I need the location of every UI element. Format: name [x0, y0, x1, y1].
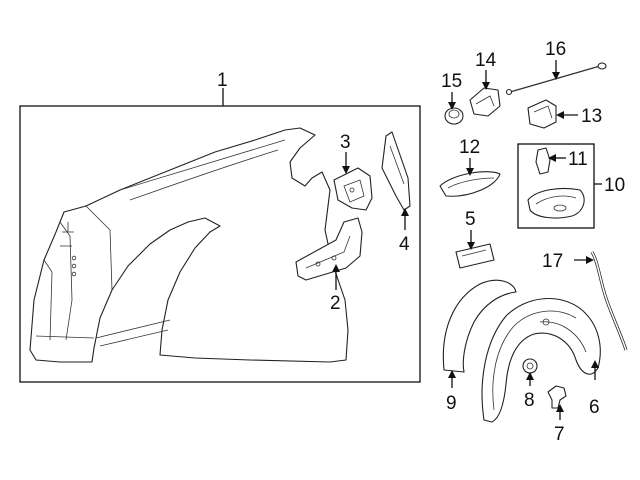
inner-bracket-shape [295, 217, 363, 281]
arrowhead-14 [482, 82, 490, 90]
part-9-wheel-opening-molding[interactable]: 9 [442, 279, 517, 414]
hinge-bracket-shape [469, 87, 501, 117]
callout-label-16: 16 [545, 39, 566, 60]
callout-label-6: 6 [589, 397, 600, 418]
panel-hole-1 [71, 255, 77, 261]
part-17-drain-hose[interactable]: 17 [542, 251, 628, 351]
arrowhead-17 [586, 256, 594, 264]
release-cable-wire [509, 65, 601, 93]
filler-panel-rib [389, 145, 405, 185]
part-5-reinforcement[interactable]: 5 [455, 209, 495, 269]
lock-actuator-body [527, 99, 557, 129]
callout-label-15: 15 [441, 71, 462, 92]
housing-rim [535, 195, 577, 205]
liner-inner-edge [492, 310, 577, 411]
inner-bracket-hole-1 [315, 261, 321, 267]
part-10-frame [517, 143, 595, 229]
part-10-fuel-door-housing[interactable]: 10 [517, 143, 625, 229]
lock-actuator-detail [533, 105, 553, 119]
fuel-door-edge [447, 177, 495, 189]
release-cable-handle [597, 62, 607, 70]
panel-crease-3 [129, 149, 279, 201]
part-11-actuator[interactable]: 11 [535, 147, 588, 175]
callout-label-14: 14 [475, 50, 497, 71]
callout-label-8: 8 [524, 390, 535, 411]
arrowhead-7 [556, 404, 564, 412]
callout-label-3: 3 [340, 132, 351, 153]
upper-bracket-shape [333, 167, 373, 211]
part-3-upper-bracket[interactable]: 3 [333, 132, 373, 211]
inner-bracket-hole-2 [331, 255, 337, 261]
arrowhead-15 [448, 102, 456, 110]
arrowhead-12 [466, 168, 474, 176]
arrowhead-4 [401, 208, 409, 216]
part-8-nut[interactable]: 8 [522, 358, 538, 411]
part-2-inner-bracket[interactable]: 2 [295, 217, 363, 314]
panel-crease-1 [85, 205, 113, 291]
panel-hole-3 [71, 271, 77, 277]
panel-crease-5 [43, 259, 53, 341]
nut-body [522, 358, 538, 374]
part-16-release-cable[interactable]: 16 [505, 39, 607, 96]
arrowhead-8 [526, 372, 534, 380]
part-12-fuel-door[interactable]: 12 [439, 137, 501, 197]
clip-shape [547, 385, 567, 409]
panel-crease-4 [59, 221, 73, 341]
reinforcement-shape [455, 243, 495, 269]
part-1-frame [19, 105, 421, 383]
callout-label-7: 7 [554, 424, 565, 445]
arrowhead-16 [552, 72, 560, 80]
part-15-bumper-stop[interactable]: 15 [441, 71, 464, 125]
callout-label-11: 11 [568, 149, 588, 170]
actuator-shape [535, 147, 551, 175]
arrowhead-11 [548, 154, 556, 162]
part-6-wheelhouse-liner[interactable]: 6 [481, 298, 601, 423]
liner-fastener [542, 318, 550, 326]
drain-hose-highlight [591, 251, 627, 351]
arrowhead-5 [467, 242, 475, 250]
bumper-stop-cap [448, 109, 460, 119]
arrowhead-3 [342, 166, 350, 174]
callout-label-13: 13 [581, 106, 602, 127]
callout-label-12: 12 [459, 137, 480, 158]
panel-hole-2 [71, 263, 77, 269]
upper-bracket-hole [349, 187, 355, 193]
callout-label-1: 1 [217, 70, 228, 91]
arrowhead-6 [591, 360, 599, 368]
inner-bracket-flange [305, 235, 351, 269]
panel-crease-6 [35, 335, 95, 339]
part-4-filler-panel[interactable]: 4 [381, 131, 411, 255]
callout-label-10: 10 [604, 175, 625, 196]
housing-shape [527, 187, 585, 219]
part-13-lock-actuator[interactable]: 13 [527, 99, 602, 129]
callout-label-17: 17 [542, 251, 563, 272]
filler-panel-shape [381, 131, 411, 211]
panel-crease-7 [95, 319, 171, 339]
arrowhead-9 [448, 370, 456, 378]
panel-tabs [60, 222, 74, 247]
molding-shape [442, 279, 517, 373]
reinforcement-rib [461, 249, 487, 257]
callout-label-5: 5 [465, 209, 476, 230]
upper-bracket-recess [343, 179, 365, 203]
liner-shape [481, 298, 601, 423]
fuel-door-shape [439, 171, 501, 197]
part-14-hinge-bracket[interactable]: 14 [469, 50, 501, 117]
hinge-bracket-fold [475, 95, 495, 107]
callout-label-4: 4 [399, 234, 410, 255]
housing-filler-neck [553, 204, 567, 212]
part-1-quarter-panel[interactable]: 1 [19, 70, 421, 383]
quarter-panel-outline [29, 127, 349, 363]
part-7-push-pin-clip[interactable]: 7 [547, 385, 567, 445]
arrowhead-13 [556, 111, 564, 119]
arrowhead-2 [332, 264, 340, 272]
callout-label-2: 2 [330, 293, 341, 314]
panel-crease-8 [99, 329, 169, 347]
liner-ridge [539, 321, 587, 353]
panel-crease-2 [119, 139, 286, 191]
release-cable-end [505, 88, 513, 96]
callout-label-9: 9 [446, 393, 457, 414]
nut-bore [526, 362, 534, 370]
